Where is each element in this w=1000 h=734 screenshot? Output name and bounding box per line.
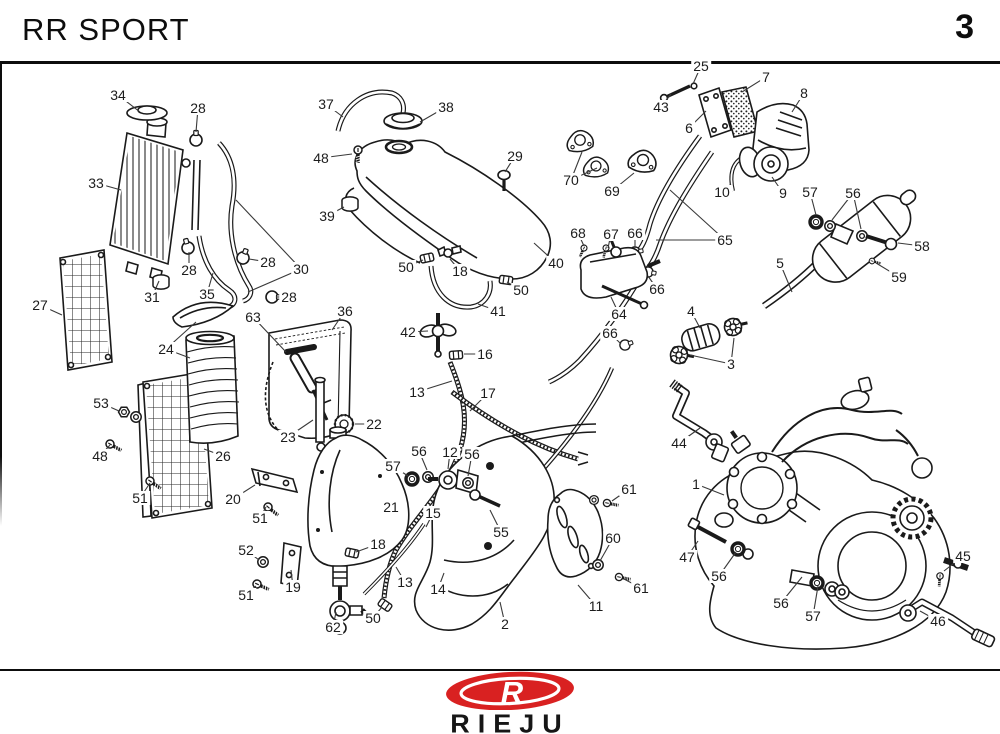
- bolt-58: [865, 234, 898, 251]
- left-border-rule: [0, 61, 2, 526]
- radiator: [109, 105, 191, 282]
- rieju-logo: R RIEJU: [400, 670, 620, 734]
- rieju-logo-mark: R: [446, 671, 574, 711]
- engine-mount-hardware: [404, 468, 501, 508]
- nut-pair: [824, 581, 850, 600]
- bracket-20: [250, 467, 299, 494]
- carburetor: [729, 146, 789, 192]
- valve-18: [437, 245, 462, 258]
- kick-starter: [669, 379, 730, 463]
- washer-25: [690, 82, 698, 90]
- page-title: RR SPORT: [22, 12, 190, 47]
- footer-rule: [0, 669, 1000, 671]
- radiator-hoses: [191, 141, 254, 310]
- oil-pump: [579, 236, 661, 310]
- radiator-guard-front: [59, 249, 113, 371]
- air-filter-foam: [172, 301, 240, 444]
- page-number: 3: [955, 8, 974, 46]
- petcock-42: [419, 313, 457, 358]
- bracket-19: [280, 542, 302, 589]
- fuel-cap: [383, 112, 423, 130]
- tank-screw-29: [497, 169, 511, 191]
- engine-bolt-47: [687, 517, 727, 544]
- gear-lever: [899, 598, 996, 648]
- logo-letter: R: [501, 675, 524, 710]
- brand-name: RIEJU: [450, 709, 570, 734]
- header-rule: [0, 61, 1000, 64]
- mount-bushing-4: [681, 323, 721, 352]
- spark-plug: [730, 430, 751, 454]
- sprocket: [890, 496, 934, 540]
- intake-plate: [698, 86, 732, 139]
